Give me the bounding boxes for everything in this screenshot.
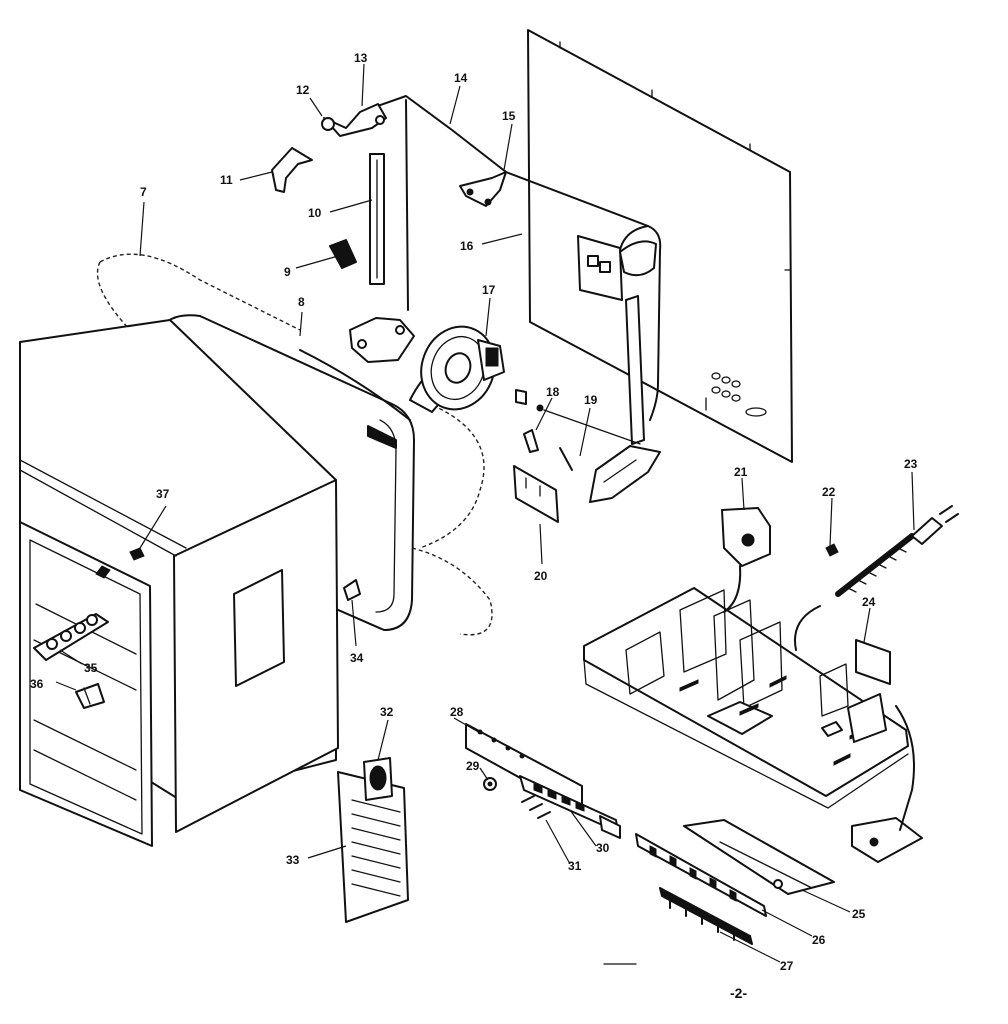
- part-label-34: 34: [350, 651, 364, 665]
- part-label-10: 10: [308, 206, 322, 220]
- clip-34: [343, 579, 361, 601]
- speaker-32: [363, 757, 393, 801]
- part-label-21: 21: [734, 465, 748, 479]
- pcb-24: [855, 639, 891, 685]
- tuner-board-26: [635, 833, 767, 917]
- part-label-19: 19: [584, 393, 598, 407]
- part-label-32: 32: [380, 705, 394, 719]
- part-label-11: 11: [220, 173, 233, 187]
- page-number: -2-: [730, 985, 747, 1001]
- part-label-14: 14: [454, 71, 468, 85]
- bracket-bottom-right: [851, 705, 923, 863]
- part-label-9: 9: [284, 265, 291, 279]
- part-label-13: 13: [354, 51, 368, 65]
- tuner-frame-25: [683, 819, 835, 895]
- part-label-20: 20: [534, 569, 548, 583]
- strap-right: [589, 295, 661, 503]
- part-label-8: 8: [298, 295, 305, 309]
- degauss-coil-dashed: [96, 253, 493, 636]
- part-label-31: 31: [568, 859, 582, 873]
- spring-31: [521, 795, 551, 819]
- part-label-28: 28: [450, 705, 464, 719]
- rail-27: [659, 887, 753, 945]
- part-label-33: 33: [286, 853, 300, 867]
- screw-22: [825, 543, 839, 557]
- flyback-21: [721, 507, 771, 613]
- bracket-11: [271, 147, 313, 193]
- part-label-27: 27: [780, 959, 794, 973]
- part-label-26: 26: [812, 933, 826, 947]
- knob-36: [75, 683, 105, 709]
- part-label-12: 12: [296, 83, 310, 97]
- part-label-30: 30: [596, 841, 610, 855]
- pcb-20: [513, 465, 559, 523]
- part-label-7: 7: [140, 185, 147, 199]
- part-label-24: 24: [862, 595, 876, 609]
- button-bar-35: [33, 613, 109, 661]
- part-label-25: 25: [852, 907, 866, 921]
- screw-19: [536, 404, 641, 471]
- knob-29: [483, 777, 497, 791]
- part-label-37: 37: [156, 487, 170, 501]
- bracket-15: [459, 171, 507, 207]
- part-label-17: 17: [482, 283, 496, 297]
- leader-lines: [55, 63, 915, 963]
- cabinet: [19, 319, 339, 847]
- power-socket: [577, 235, 657, 301]
- degaussing-coil-frame: [371, 95, 662, 421]
- strap-10: [369, 153, 385, 285]
- part-label-36: 36: [30, 677, 44, 691]
- part-label-15: 15: [502, 109, 516, 123]
- main-chassis: [583, 587, 909, 809]
- power-cord-23: [794, 505, 959, 651]
- clip-37: [129, 547, 145, 561]
- bracket-12-13: [321, 103, 387, 137]
- part-label-23: 23: [904, 457, 918, 471]
- switch-board-30: [519, 775, 621, 839]
- part-number-labels: 7 8 9 10 11 12 13 14 15 16 17 18 19 20 2…: [30, 51, 918, 973]
- yoke-clamp-9: [329, 239, 415, 363]
- clip-18: [515, 389, 539, 453]
- part-label-22: 22: [822, 485, 836, 499]
- part-label-29: 29: [466, 759, 480, 773]
- part-label-18: 18: [546, 385, 560, 399]
- part-label-16: 16: [460, 239, 474, 253]
- part-label-35: 35: [84, 661, 98, 675]
